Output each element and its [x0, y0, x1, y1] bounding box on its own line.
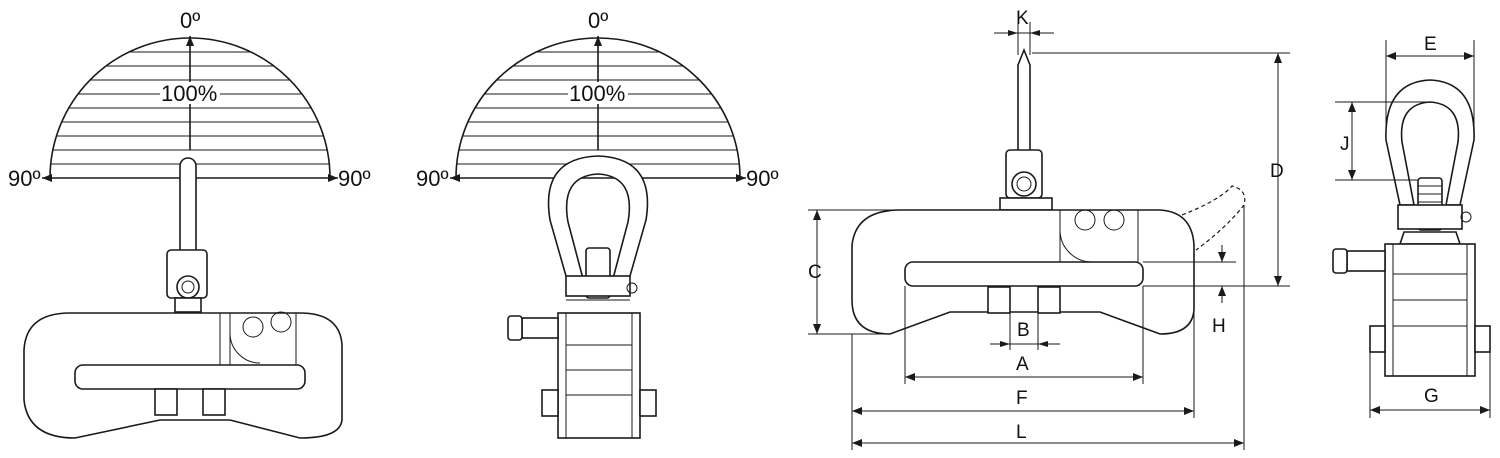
clamp-body-3	[851, 185, 1246, 335]
lifting-eye	[166, 157, 208, 313]
side-view-dimensioned: E J G	[1332, 34, 1491, 418]
dim-e-label: E	[1424, 34, 1437, 55]
dim-c-label: C	[808, 262, 822, 283]
dim-a-label: A	[1016, 354, 1029, 375]
clamp-side-body	[507, 312, 657, 439]
dim-g-label: G	[1424, 386, 1439, 407]
dim-h-label: H	[1212, 316, 1226, 337]
lifting-eye-3	[999, 47, 1053, 211]
front-view-angle-diagram: 0º 100% 90º 90º	[8, 8, 371, 439]
dim-l-label: L	[1016, 422, 1027, 443]
right-angle-label: 90º	[338, 166, 371, 191]
front-view-dimensioned: K D C H	[808, 8, 1290, 450]
left-angle-label: 90º	[8, 166, 41, 191]
dimension-lines: K D C H	[808, 8, 1290, 450]
capacity-label: 100%	[161, 81, 217, 106]
top-angle-label-2: 0º	[588, 8, 608, 33]
dimension-lines-4: E J G	[1335, 34, 1491, 418]
right-angle-label-2: 90º	[746, 166, 779, 191]
top-angle-label: 0º	[180, 8, 200, 33]
dim-f-label: F	[1016, 388, 1028, 409]
bow-shackle-4	[1385, 79, 1475, 245]
clamp-body	[23, 311, 343, 439]
capacity-label-2: 100%	[569, 81, 625, 106]
dim-k-label: K	[1016, 8, 1029, 29]
dim-j-label: J	[1340, 134, 1350, 155]
dim-b-label: B	[1017, 320, 1030, 341]
clamp-side-body-4	[1332, 243, 1491, 377]
side-view-angle-diagram: 0º 100% 90º 90º	[416, 8, 779, 439]
load-angle-hatch-2	[456, 51, 740, 165]
left-angle-label-2: 90º	[416, 166, 449, 191]
bow-shackle	[547, 155, 649, 301]
dim-d-label: D	[1270, 161, 1284, 182]
